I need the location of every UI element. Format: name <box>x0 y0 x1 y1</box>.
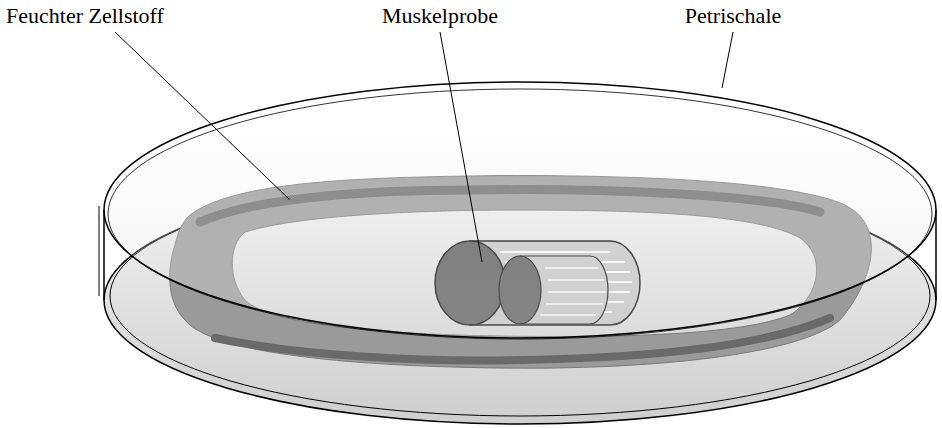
dish-wall <box>103 210 105 300</box>
dish-wall <box>935 210 937 300</box>
leader-line <box>722 32 733 88</box>
part-label: Feuchter Zellstoff <box>6 4 164 28</box>
dish-wall <box>99 206 100 296</box>
leader-line <box>115 32 290 200</box>
dish-lid <box>104 82 936 338</box>
dish-lid-rim <box>108 89 932 339</box>
leader-line <box>440 32 482 262</box>
part-label: Petrischale <box>685 4 782 28</box>
part-label: Muskelprobe <box>382 4 498 28</box>
